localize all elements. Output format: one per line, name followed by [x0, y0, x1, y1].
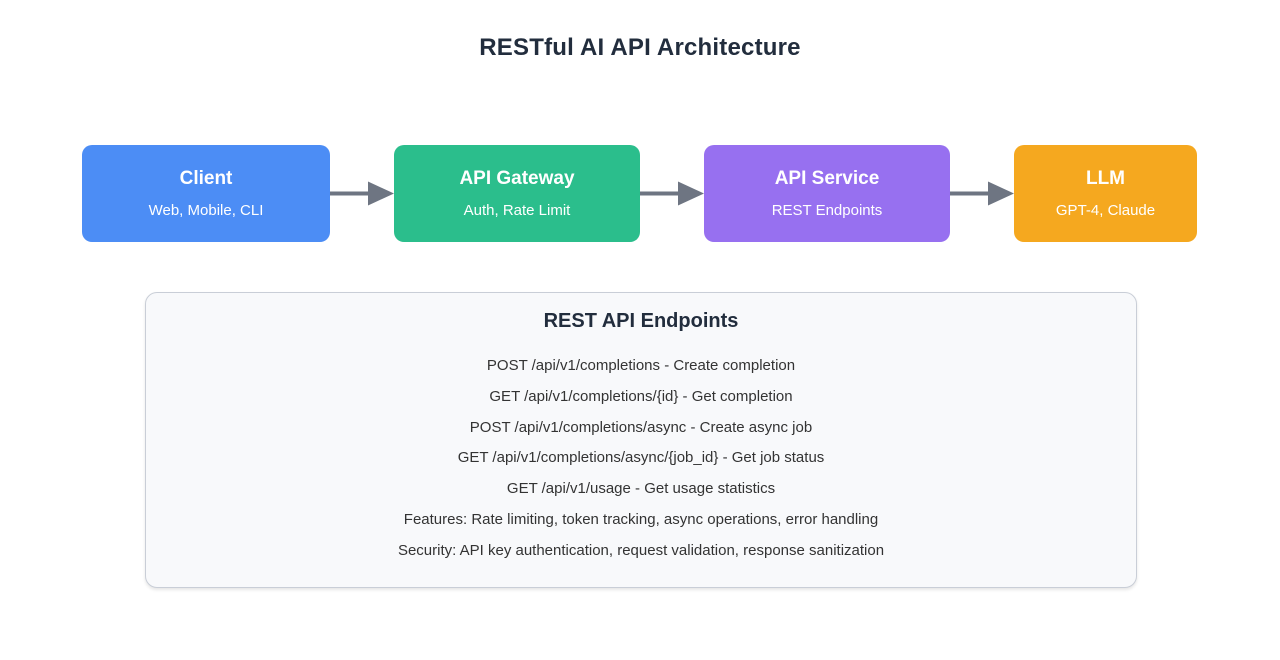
flow-node-llm: LLM GPT-4, Claude — [1014, 145, 1197, 242]
endpoint-list-item: Security: API key authentication, reques… — [397, 541, 885, 559]
flow-arrow-service-to-llm — [950, 181, 1014, 206]
endpoint-list-item: GET /api/v1/completions/{id} - Get compl… — [489, 387, 793, 405]
endpoints-panel: REST API Endpoints POST /api/v1/completi… — [145, 292, 1137, 588]
endpoint-list-item: Features: Rate limiting, token tracking,… — [403, 510, 879, 528]
node-client-title: Client — [179, 168, 233, 189]
flow-arrow-gateway-to-service — [640, 181, 704, 206]
node-gateway-subtitle: Auth, Rate Limit — [463, 202, 571, 219]
flow-node-api-service: API Service REST Endpoints — [704, 145, 950, 242]
flow-arrow-client-to-gateway — [330, 181, 394, 206]
diagram-title: RESTful AI API Architecture — [479, 34, 801, 61]
node-llm-subtitle: GPT-4, Claude — [1055, 202, 1156, 219]
endpoint-list-item: GET /api/v1/completions/async/{job_id} -… — [457, 449, 825, 467]
endpoint-list-item: POST /api/v1/completions/async - Create … — [469, 418, 813, 436]
node-gateway-title: API Gateway — [459, 168, 575, 189]
flow-node-client: Client Web, Mobile, CLI — [82, 145, 330, 242]
endpoints-panel-heading: REST API Endpoints — [543, 310, 739, 332]
node-service-title: API Service — [774, 168, 880, 189]
endpoints-list: POST /api/v1/completions - Create comple… — [146, 351, 1136, 567]
node-service-subtitle: REST Endpoints — [771, 202, 883, 219]
node-llm-title: LLM — [1085, 168, 1126, 189]
endpoint-list-item: GET /api/v1/usage - Get usage statistics — [506, 480, 776, 498]
endpoint-list-item: POST /api/v1/completions - Create comple… — [486, 357, 796, 374]
node-client-subtitle: Web, Mobile, CLI — [148, 202, 264, 219]
flow-node-api-gateway: API Gateway Auth, Rate Limit — [394, 145, 640, 242]
